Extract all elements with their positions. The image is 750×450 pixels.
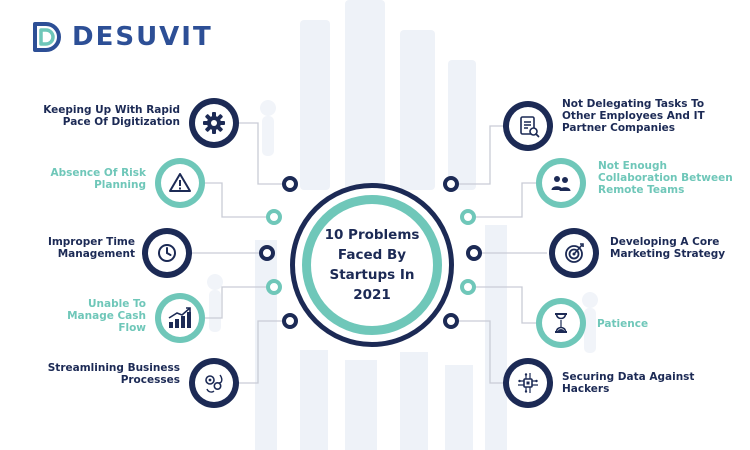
team-icon: [551, 176, 571, 191]
problem-label: Absence Of Risk Planning: [50, 167, 146, 191]
connector-dot: [259, 245, 275, 261]
connector-dot: [443, 176, 459, 192]
problem-label: Improper Time Management: [47, 236, 135, 260]
warning-icon: [169, 173, 191, 192]
problem-node: [189, 358, 239, 408]
connector-dot: [460, 209, 476, 225]
connector-dot: [460, 279, 476, 295]
problem-node: [549, 228, 599, 278]
process-icon: [205, 374, 223, 393]
hourglass-icon: [555, 313, 567, 333]
center-hub: 10 Problems Faced By Startups In 2021: [290, 183, 454, 347]
problem-node: [536, 298, 586, 348]
problem-node: [155, 293, 205, 343]
problem-node: [189, 98, 239, 148]
connector-dot: [466, 245, 482, 261]
problem-node: [503, 101, 553, 151]
connector-dot: [282, 313, 298, 329]
desuvit-logo-icon: [33, 22, 61, 52]
brand-logo: DESUVIT: [30, 20, 213, 54]
problem-label: Not Enough Collaboration Between Remote …: [598, 160, 733, 196]
brand-name: DESUVIT: [72, 22, 213, 52]
connector-dot: [266, 209, 282, 225]
gear-icon: [203, 112, 225, 134]
problem-node: [142, 228, 192, 278]
problem-node: [536, 158, 586, 208]
target-icon: [565, 243, 584, 263]
center-title: 10 Problems Faced By Startups In 2021: [324, 227, 420, 303]
circuit-chip-icon: [518, 373, 538, 393]
cash-growth-icon: [168, 307, 191, 328]
connector-dot: [443, 313, 459, 329]
problem-node: [503, 358, 553, 408]
problem-label: Keeping Up With Rapid Pace Of Digitizati…: [43, 104, 180, 128]
task-list-icon: [520, 116, 540, 138]
clock-icon: [158, 244, 176, 262]
problem-label: Streamlining Business Processes: [47, 362, 180, 386]
problem-node: [155, 158, 205, 208]
connector-dot: [266, 279, 282, 295]
problem-label: Developing A Core Marketing Strategy: [610, 236, 726, 260]
problem-label: Not Delegating Tasks To Other Employees …: [562, 98, 705, 134]
problem-label: Patience: [597, 318, 649, 330]
problem-label: Unable To Manage Cash Flow: [67, 298, 146, 334]
connector-dot: [282, 176, 298, 192]
center-hub-ring: 10 Problems Faced By Startups In 2021: [302, 195, 442, 335]
problem-label: Securing Data Against Hackers: [562, 371, 695, 395]
